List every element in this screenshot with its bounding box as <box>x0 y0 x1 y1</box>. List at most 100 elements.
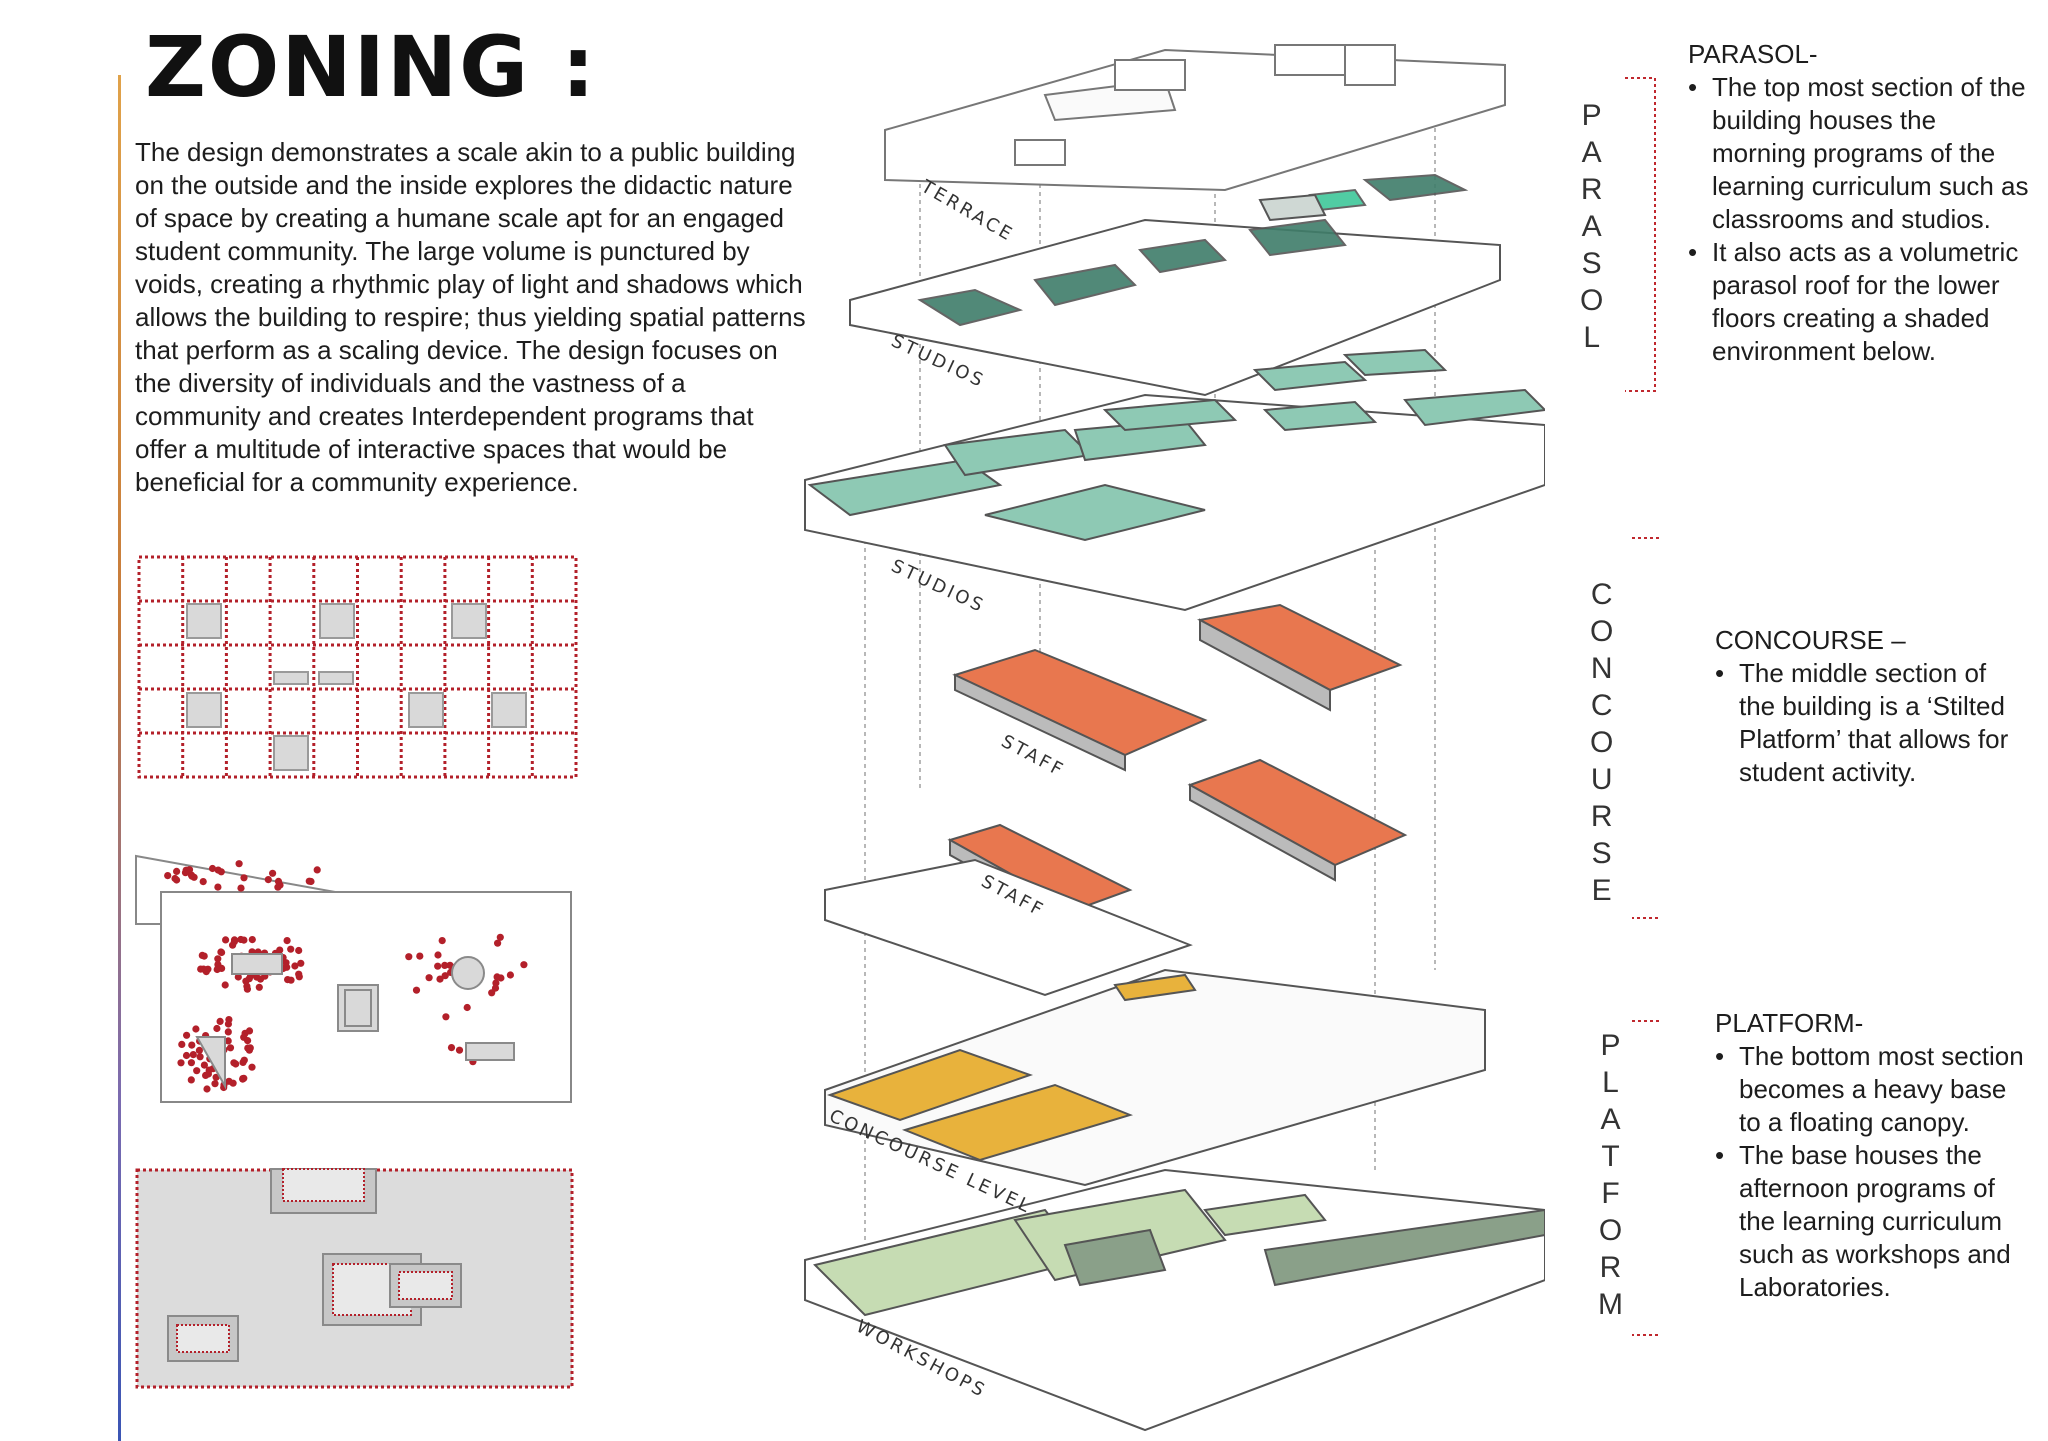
concourse-vertical-letter: E <box>1591 874 1612 907</box>
person-dot <box>291 962 299 970</box>
person-dot <box>494 939 502 947</box>
person-dot <box>244 1037 252 1045</box>
person-dot <box>506 971 514 979</box>
person-dot <box>255 983 263 991</box>
concourse-vertical-letter: S <box>1591 837 1612 870</box>
person-dot <box>182 1051 191 1060</box>
person-dot <box>496 933 504 941</box>
lower-studios-layer <box>804 348 1545 612</box>
person-dot <box>237 884 245 892</box>
parasol-vertical-letter: P <box>1581 99 1602 132</box>
person-dot <box>425 974 433 982</box>
person-dot <box>282 959 290 967</box>
person-dot <box>240 936 248 944</box>
person-dot <box>520 961 528 969</box>
person-dot <box>295 946 303 955</box>
person-dot <box>188 1041 196 1049</box>
person-dot <box>447 1044 456 1052</box>
person-dot <box>204 1070 212 1078</box>
intro-paragraph: The design demonstrates a scale akin to … <box>135 137 806 497</box>
void-blocks <box>186 603 527 771</box>
person-dot <box>232 1060 240 1068</box>
platform-vertical-letter: R <box>1599 1251 1622 1284</box>
person-dot <box>455 1046 464 1054</box>
person-dot <box>283 937 291 945</box>
platform-vertical-letter: O <box>1598 1214 1623 1247</box>
person-dot <box>192 1025 200 1033</box>
platform-section: PLATFORM- The bottom most section become… <box>1715 1007 2035 1304</box>
person-dot <box>189 1051 197 1059</box>
person-dot <box>240 874 248 882</box>
person-dot <box>188 872 196 880</box>
person-dot <box>173 876 181 884</box>
person-dot <box>218 964 226 972</box>
person-dot <box>217 948 225 956</box>
person-dot <box>234 973 242 981</box>
parasol-heading: PARASOL- <box>1688 39 1818 69</box>
concourse-vertical-letter: R <box>1590 800 1613 833</box>
person-dot <box>441 961 449 969</box>
person-dot <box>226 1044 235 1052</box>
parasol-bullet: The top most section of the building hou… <box>1688 71 2033 236</box>
parasol-vertical-letter: S <box>1581 247 1602 280</box>
person-dot <box>295 970 303 978</box>
person-dot <box>208 864 217 873</box>
person-dot <box>195 1046 203 1054</box>
platform-heading: PLATFORM- <box>1715 1008 1864 1038</box>
person-dot <box>173 867 181 875</box>
person-dot <box>235 860 243 868</box>
person-dot <box>177 1059 185 1067</box>
court-blocks <box>167 1168 462 1362</box>
person-dot <box>245 1027 254 1035</box>
staff-lower-layer <box>824 823 1193 997</box>
person-dot <box>434 951 442 959</box>
concourse-vertical-letter: N <box>1590 652 1613 685</box>
platform-vertical-letter: T <box>1601 1140 1620 1173</box>
platform-vertical-letter: P <box>1600 1029 1621 1062</box>
person-dot <box>493 973 501 981</box>
person-dot <box>183 1031 191 1039</box>
staff-upper-layer <box>952 603 1408 882</box>
person-dot <box>224 1037 232 1045</box>
label-terrace: TERRACE <box>917 176 1018 246</box>
platform-bullets: The bottom most section becomes a heavy … <box>1715 1040 2035 1304</box>
person-dot <box>187 1059 195 1067</box>
parasol-vertical-letter: L <box>1583 321 1601 354</box>
platform-bullet: The base houses the afternoon programs o… <box>1715 1139 2035 1304</box>
accent-line <box>118 75 121 1441</box>
person-dot <box>216 1017 224 1025</box>
person-dot <box>224 1020 232 1028</box>
person-dot <box>197 965 205 973</box>
concourse-vertical-letter: C <box>1590 689 1613 722</box>
concourse-bullet: The middle section of the building is a … <box>1715 657 2025 789</box>
concourse-vertical-letter: O <box>1590 726 1614 759</box>
person-dot <box>416 952 424 960</box>
person-dot <box>276 881 284 889</box>
parasol-bullets: The top most section of the building hou… <box>1688 71 2033 368</box>
platform-vertical-letter: F <box>1601 1177 1620 1210</box>
courtyard-diagram <box>135 1168 574 1389</box>
person-dot <box>221 981 229 989</box>
person-dot <box>248 936 256 944</box>
person-dot <box>405 953 413 961</box>
person-dot <box>436 975 444 983</box>
community-dots-diagram <box>135 854 572 1103</box>
person-dot <box>164 872 172 880</box>
parasol-section: PARASOL- The top most section of the bui… <box>1688 38 2033 368</box>
person-dot <box>287 976 295 984</box>
person-dot <box>203 1085 211 1093</box>
person-dot <box>442 1013 450 1021</box>
person-dot <box>229 1079 237 1087</box>
person-dot <box>313 866 321 874</box>
person-dot <box>240 1056 248 1064</box>
person-dot <box>276 946 284 954</box>
zone-brackets <box>1625 77 1660 1336</box>
person-dot <box>492 979 500 987</box>
concourse-vertical-letter: C <box>1590 578 1613 611</box>
parasol-vertical-letter: A <box>1581 136 1602 169</box>
person-dot <box>185 866 194 874</box>
platform-vertical-letter: L <box>1602 1066 1619 1099</box>
person-dot <box>488 989 496 997</box>
